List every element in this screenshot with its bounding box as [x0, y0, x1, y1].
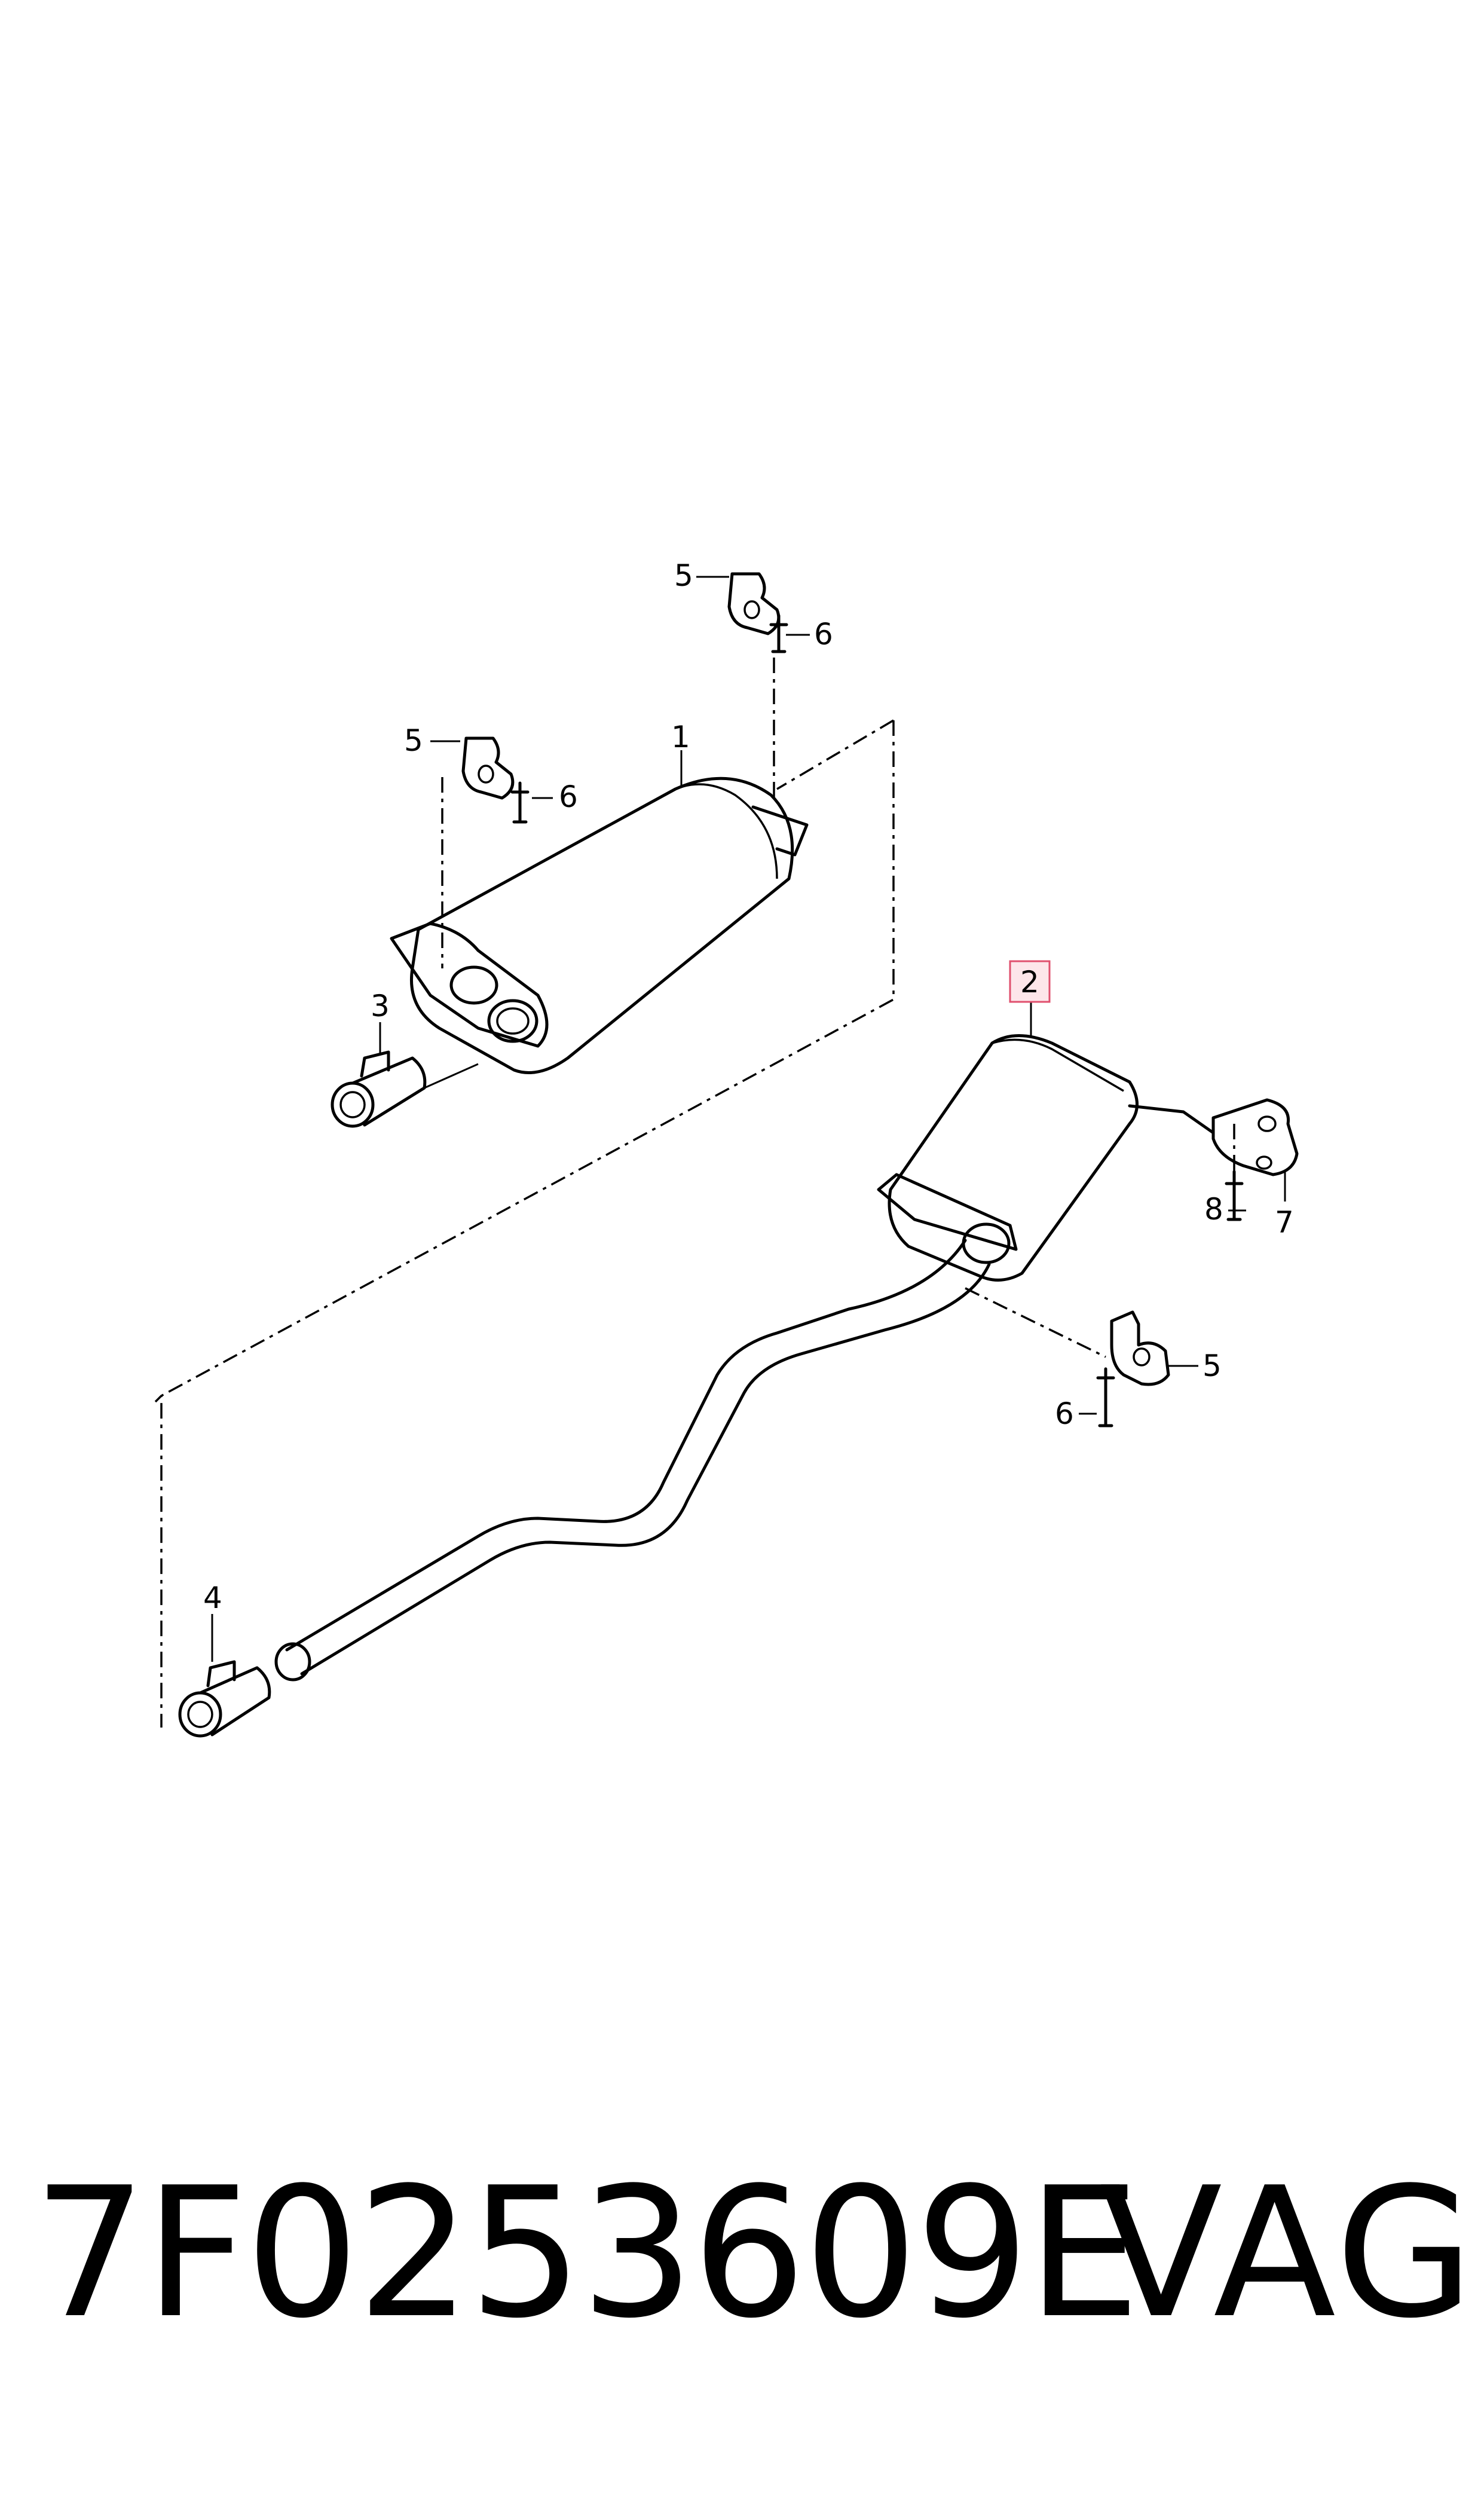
intermediate-pipe [274, 1239, 991, 1682]
callout-4: 4 [203, 1580, 222, 1615]
pipe-clamp-4 [178, 1660, 271, 1738]
rubber-hanger-top [727, 572, 788, 801]
callout-5-top: 5 [674, 558, 693, 593]
rubber-hanger-left [441, 736, 530, 968]
highlight-box-part-2 [1009, 960, 1051, 1003]
part-number: 7F0253609E [33, 2149, 1140, 2358]
callout-8: 8 [1204, 1192, 1223, 1227]
callout-1: 1 [671, 720, 690, 754]
rear-hanger-bracket [1211, 1098, 1299, 1221]
callout-5-left: 5 [404, 723, 423, 758]
front-silencer [390, 776, 809, 1074]
callout-6-top: 6 [814, 617, 833, 652]
rubber-hanger-right [965, 1287, 1170, 1427]
callout-3: 3 [371, 989, 390, 1023]
callout-7: 7 [1275, 1205, 1294, 1240]
callout-6-left: 6 [559, 779, 578, 814]
brand-name: VAG [1100, 2149, 1477, 2358]
callout-6-right: 6 [1055, 1396, 1074, 1431]
callout-2: 2 [1020, 965, 1039, 999]
rear-silencer [877, 1034, 1215, 1282]
callout-5-right: 5 [1203, 1349, 1222, 1383]
callout-leaders [211, 576, 1286, 1662]
assembly-dashed-boundary [154, 719, 895, 1728]
pipe-clamp-3 [331, 1050, 479, 1128]
